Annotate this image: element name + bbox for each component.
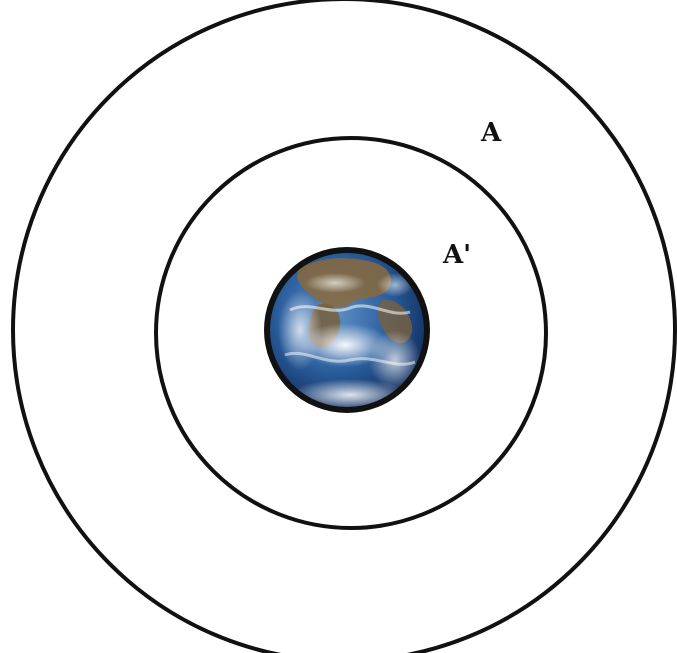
inner-orbit-label: A' [442,240,471,270]
earth-globe-icon [267,250,427,411]
outer-orbit-label: A [480,118,502,148]
